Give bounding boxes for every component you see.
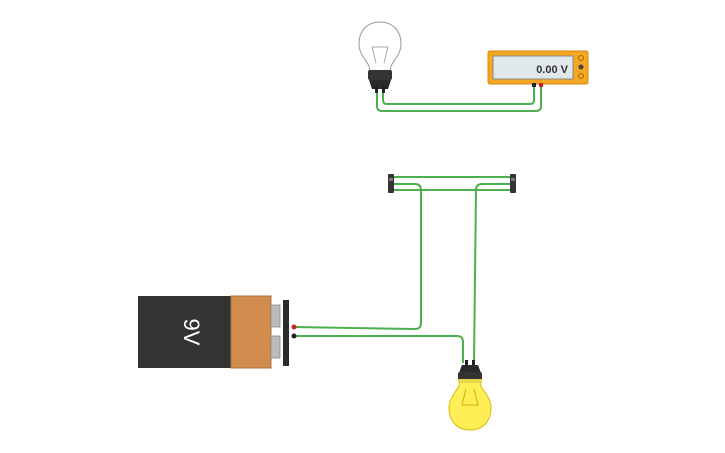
light-bulb-glow xyxy=(448,360,492,431)
slide-switch[interactable] xyxy=(388,174,516,193)
wire-switch-bulb[interactable] xyxy=(473,183,513,363)
light-bulb-icon xyxy=(358,21,402,93)
multimeter-icon xyxy=(487,50,589,87)
switch-icon xyxy=(388,174,516,193)
wire-multimeter-volt[interactable] xyxy=(382,85,535,105)
light-bulb-on[interactable] xyxy=(448,360,492,431)
wire-battery-positive[interactable] xyxy=(293,183,422,330)
multimeter-reading: 0.00 V xyxy=(536,64,568,76)
wire-battery-negative[interactable] xyxy=(293,335,464,363)
light-bulb-off[interactable] xyxy=(358,21,402,93)
wire-multimeter-common[interactable] xyxy=(376,85,542,112)
battery-label: 9V xyxy=(179,319,204,346)
battery-icon xyxy=(138,295,297,369)
battery-9v[interactable]: 9V xyxy=(138,295,297,369)
multimeter[interactable]: 0.00 V xyxy=(487,50,589,87)
wires xyxy=(293,85,542,363)
